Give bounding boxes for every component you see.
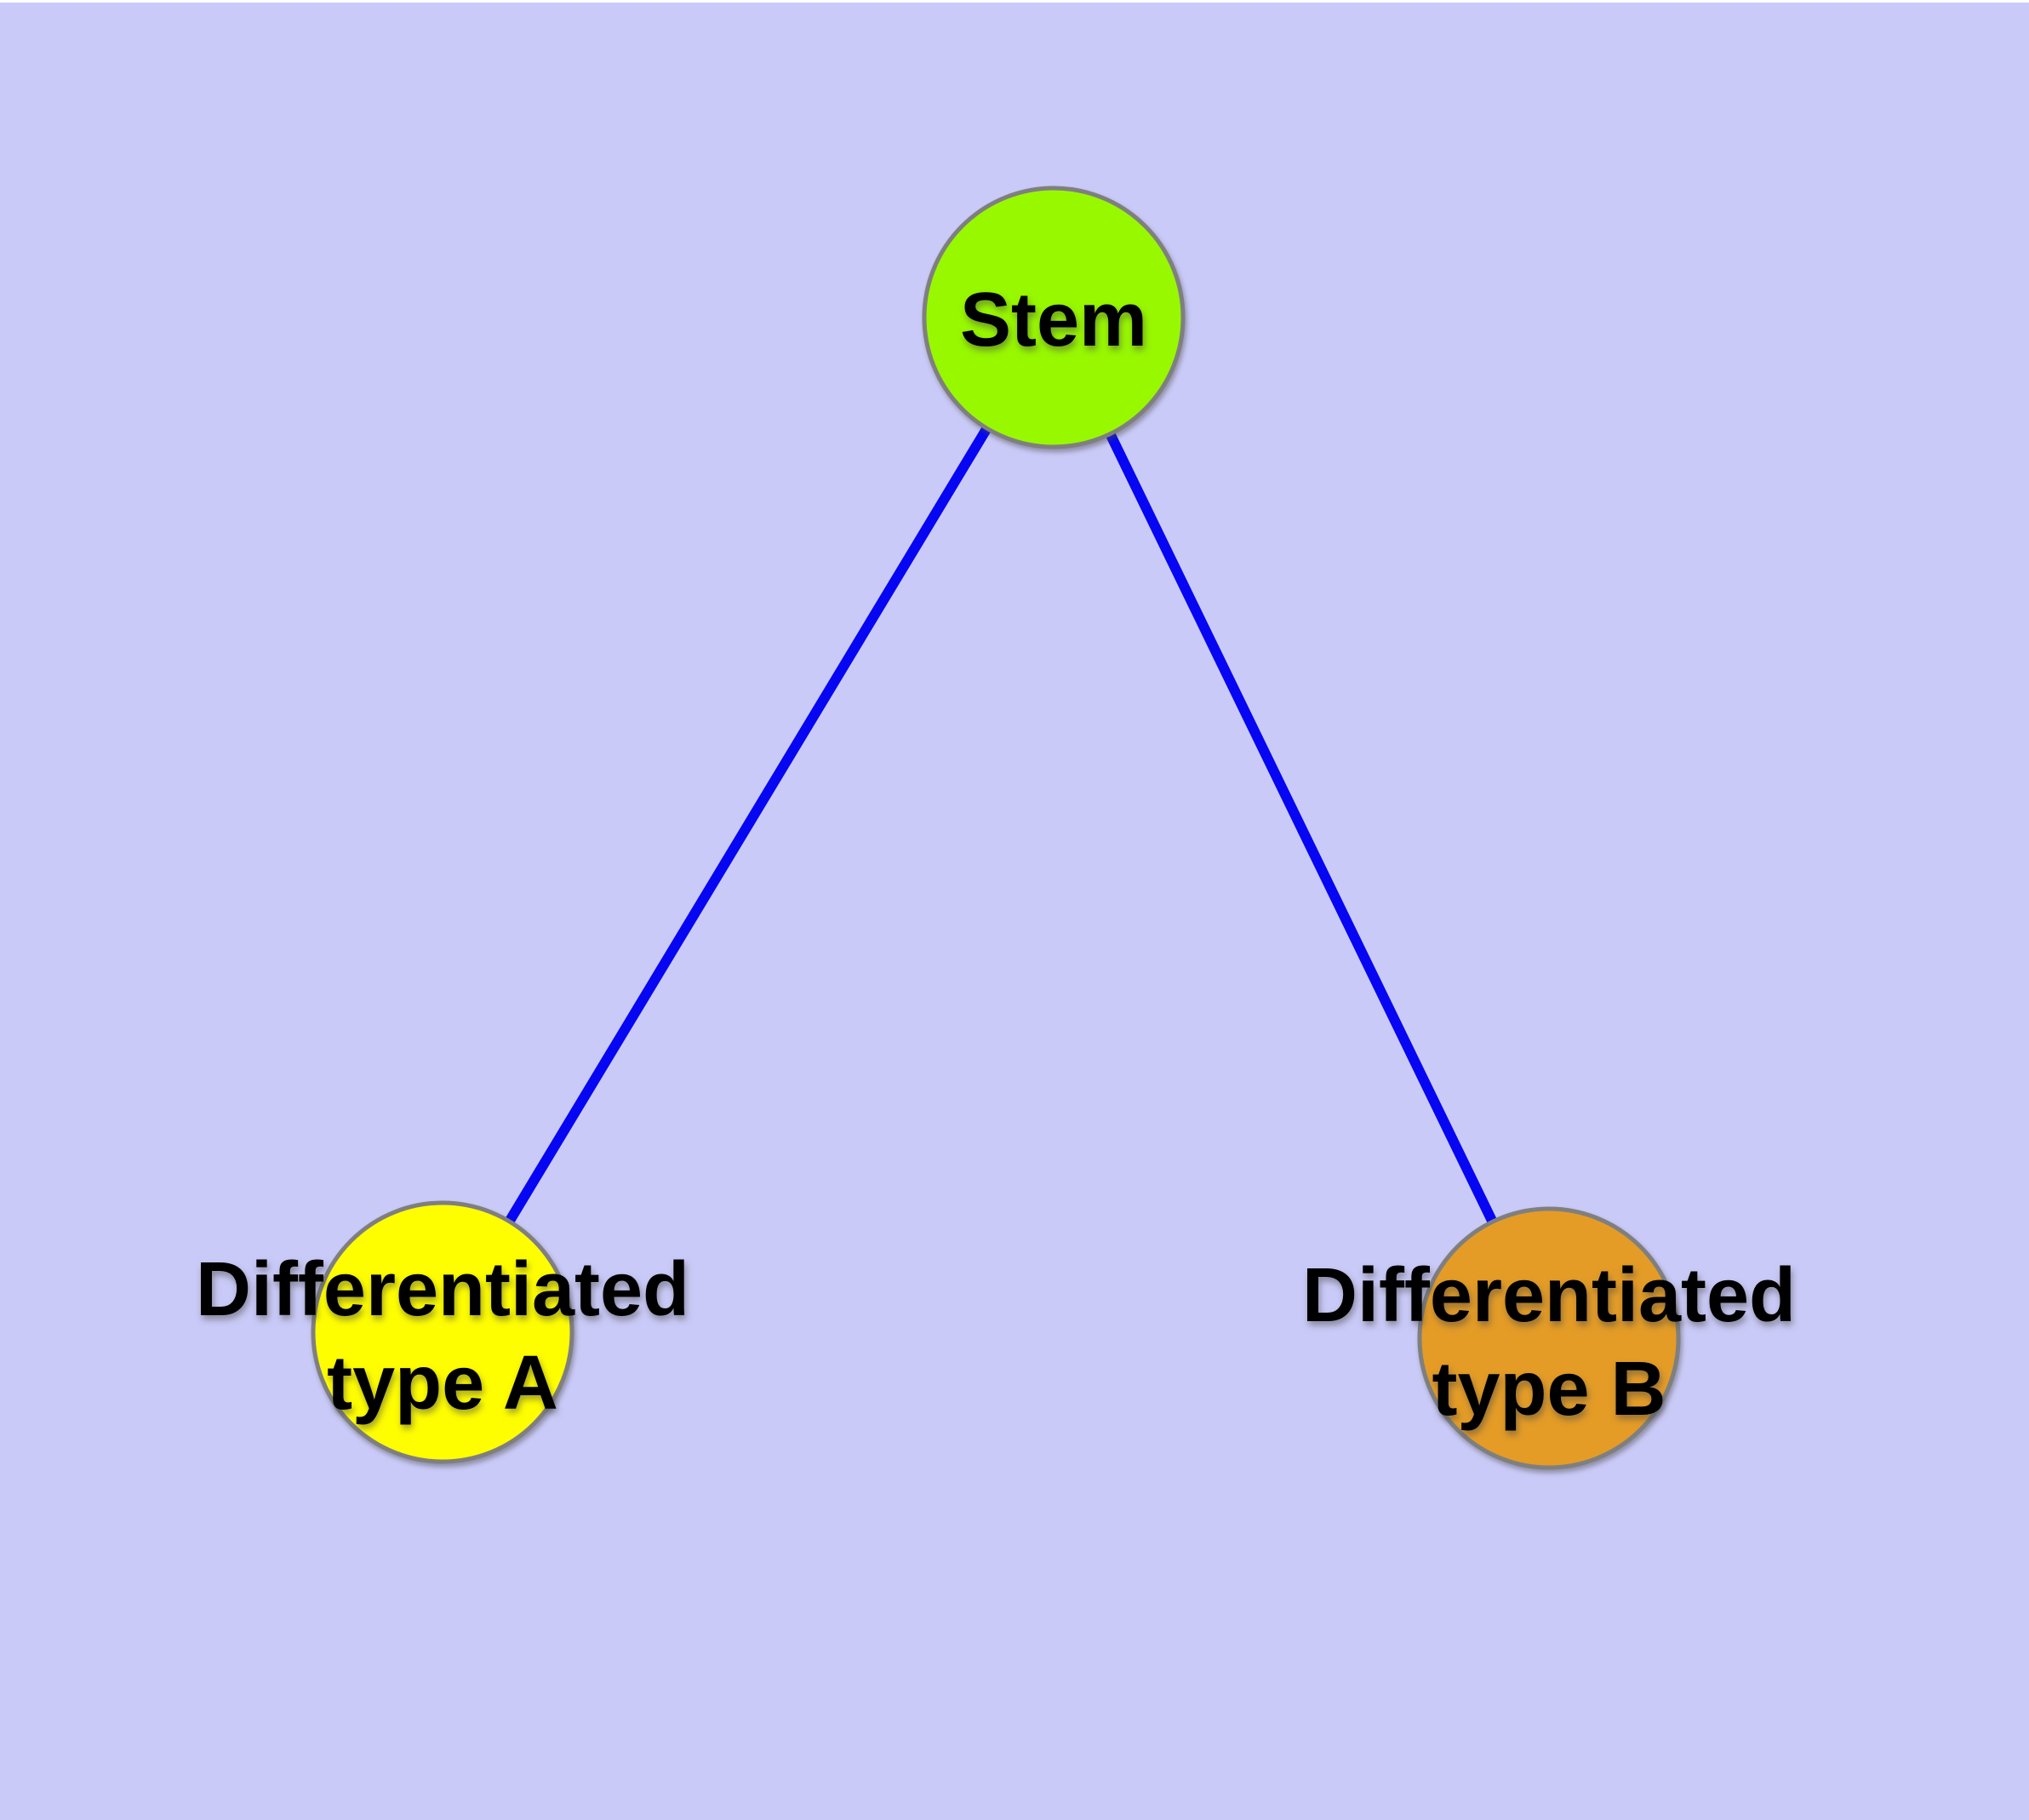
node-stem [922, 186, 1186, 449]
node-type-a-label-line2: type A [327, 1341, 558, 1426]
label-layer: Stem Differentiated type A Differentiate… [196, 278, 1796, 1432]
top-edge-artifact [0, 0, 2029, 3]
edge-layer [437, 314, 1554, 1341]
edge-stem-to-type-a [437, 314, 1059, 1336]
node-differentiated-type-a [311, 1200, 574, 1464]
node-layer [311, 186, 1681, 1470]
node-type-a-label-line1: Differentiated [196, 1247, 689, 1332]
node-type-b-label-line2: type B [1432, 1347, 1666, 1432]
node-differentiated-type-b [1417, 1206, 1681, 1470]
node-type-b-label-line1: Differentiated [1302, 1253, 1796, 1338]
edge-stem-to-type-b [1049, 315, 1554, 1341]
node-stem-label: Stem [960, 278, 1147, 363]
